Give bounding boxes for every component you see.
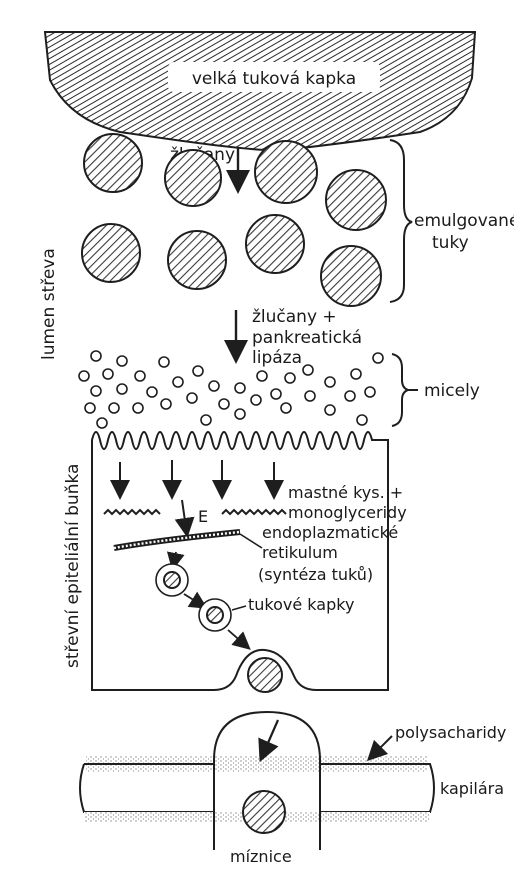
cell-membrane [92,432,388,690]
emulsified-droplet [84,134,142,192]
absorption-arrows [120,460,274,490]
fatty-acid-chain [104,510,160,514]
er-label-2: retikulum [262,543,338,562]
micelle [235,409,245,419]
lymphatic-label: míznice [230,847,292,866]
micelle [103,369,113,379]
e-marker: E [198,507,208,526]
fatty-acids-label-2: monoglyceridy [288,503,407,522]
micelle [187,393,197,403]
micelle [345,391,355,401]
er-label-1: endoplazmatické [262,523,398,542]
micelle [161,399,171,409]
fat-droplets-in-cell [156,552,246,644]
exocytosed-fat-droplet [248,658,282,692]
micelle [285,373,295,383]
micelle [147,387,157,397]
micelle [91,351,101,361]
emulsified-droplet [82,224,140,282]
large-fat-drop: velká tuková kapka [45,32,475,150]
micelle [365,387,375,397]
micelle [271,389,281,399]
epithelial-cell-label: střevní epiteliální buňka [63,464,83,668]
micelle [373,353,383,363]
micelle [281,403,291,413]
micelle [79,371,89,381]
fat-droplets-label: tukové kapky [248,595,354,614]
micelles-label: micely [424,381,480,401]
bile-lipase-label-2: pankreatická [252,328,362,348]
emulsified-label-2: tuky [432,233,469,253]
micelle [351,369,361,379]
big-fat-drop-label: velká tuková kapka [192,69,356,89]
fatty-acid-chain [222,510,286,514]
micelle [133,403,143,413]
lumen-label: lumen střeva [39,248,59,360]
micelle [97,418,107,428]
emulsified-droplet [321,246,381,306]
micelle [91,386,101,396]
micelle [85,403,95,413]
micelles [79,351,383,428]
micelle [209,381,219,391]
micelle [219,399,229,409]
lymphatic-fat-droplet [243,791,285,833]
bile-lipase-arrow: žlučany + pankreatická lipáza [236,307,362,368]
capillary-label: kapilára [440,779,504,798]
micelle [135,371,145,381]
micelle [251,395,261,405]
micelle [173,377,183,387]
emulsified-droplet [246,215,304,273]
emulsified-label-1: emulgované [414,211,514,231]
bile-lipase-label-3: lipáza [252,348,302,368]
emulsified-droplet [326,170,386,230]
micelle [117,384,127,394]
micelle [159,357,169,367]
fat-droplet-core [207,607,223,623]
emulsified-droplet [255,141,317,203]
micelle [193,366,203,376]
fat-droplet-core [164,572,180,588]
er-label-3: (syntéza tuků) [258,565,373,584]
polysaccharides-label: polysacharidy [395,723,506,742]
micelles-brace [392,354,408,426]
micelle [235,383,245,393]
emulsified-droplet [168,231,226,289]
bile-lipase-label-1: žlučany + [252,307,337,327]
fatty-acids-label-1: mastné kys. + [288,483,403,502]
emulsified-droplet [165,150,221,206]
micelle [325,377,335,387]
micelle [305,391,315,401]
micelle [303,365,313,375]
micelle [257,371,267,381]
micelle [117,356,127,366]
micelle [201,415,211,425]
epithelial-cell [92,432,388,690]
micelle [109,403,119,413]
emulsified-brace [390,140,412,302]
micelle [357,415,367,425]
micelle [325,405,335,415]
lymphatic-vessel [214,712,320,850]
